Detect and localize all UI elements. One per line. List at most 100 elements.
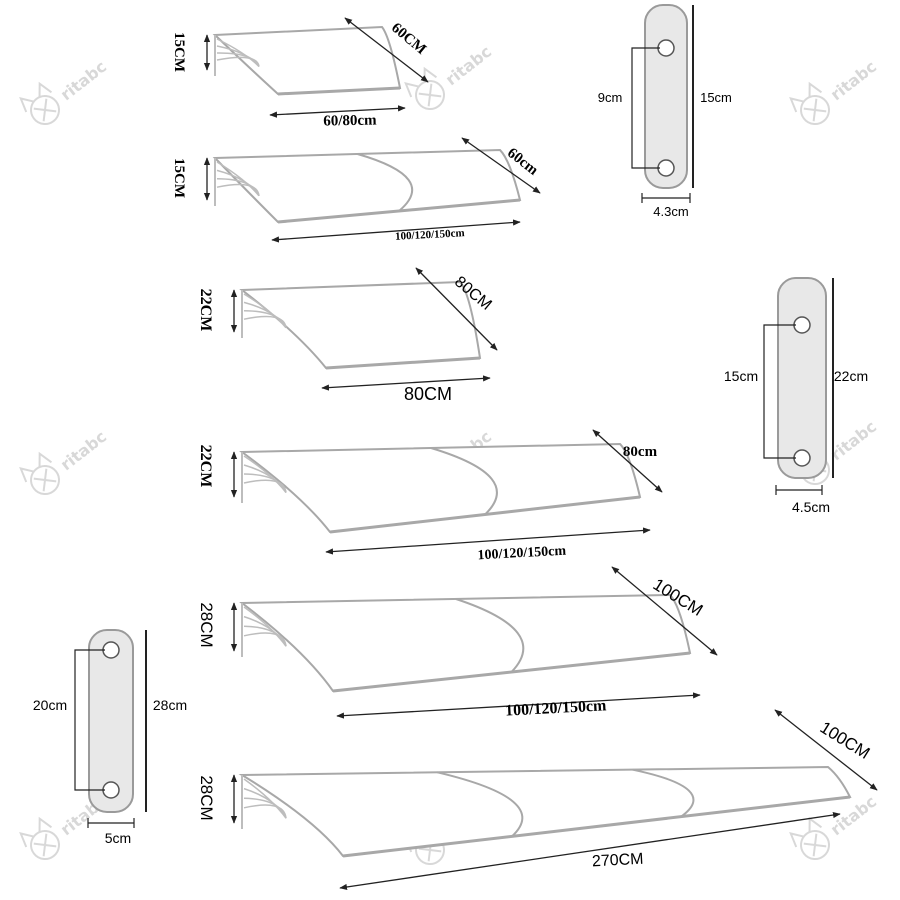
dimension-labels: 15CM 60CM 60/80cm 15CM 60cm 100/120/150c… (33, 20, 873, 870)
bracket-hole-spacing-line (74, 649, 105, 791)
bracket-a (631, 4, 694, 203)
canopy-width-dimension (269, 105, 406, 118)
watermark-text: ritabc (57, 57, 110, 104)
canopy-1-height-label: 15CM (171, 32, 187, 72)
bracket-plate (644, 4, 688, 189)
canopy-panel-joint (632, 768, 695, 818)
bracket-c-spacing-label: 20cm (33, 697, 67, 713)
bracket-rib (243, 315, 287, 328)
canopy-4-height-label: 22CM (197, 445, 214, 488)
watermark-text: ritabc (827, 57, 880, 104)
canopy-front-rail (325, 356, 481, 370)
canopy-4 (230, 429, 663, 555)
bracket-mount-hole (102, 641, 120, 659)
canopy-3 (230, 267, 498, 391)
canopy-depth-dimension (344, 17, 429, 83)
watermark-logo-mark (33, 98, 57, 122)
bracket-mount-hole (657, 39, 675, 57)
canopy-1-depth-label: 60CM (388, 20, 429, 58)
watermark-logo-icon (30, 95, 60, 125)
canopy-panel-surface (212, 148, 522, 224)
watermark-ears-icon (789, 81, 823, 113)
bracket-rib (243, 632, 287, 647)
canopy-1-width-label: 60/80cm (323, 113, 377, 130)
watermark-logo-icon (800, 95, 830, 125)
canopy-panel-surface (238, 765, 852, 858)
canopy-wall-bracket (214, 35, 260, 76)
watermark-logo-icon (30, 830, 60, 860)
canopy-width-dimension (339, 811, 841, 891)
bracket-b-height-label: 22cm (834, 368, 868, 384)
bracket-rib (243, 804, 287, 819)
canopy-width-dimension (271, 219, 521, 243)
canopy-3-height-label: 22CM (197, 289, 214, 332)
canopy-3-width-label: 80CM (404, 384, 452, 404)
canopy-width-dimension (321, 375, 491, 391)
bracket-mount-hole (657, 159, 675, 177)
watermark-logo-icon (30, 465, 60, 495)
bracket-b (763, 277, 834, 495)
canopy-width-dimension (325, 527, 651, 555)
canopy-4-width-label: 100/120/150cm (477, 544, 567, 564)
bracket-plate (777, 277, 827, 479)
bracket-a-spacing-label: 9cm (598, 90, 623, 105)
bracket-rib (216, 183, 260, 196)
watermark-ears-icon (19, 81, 53, 113)
watermark-ears-icon (19, 451, 53, 483)
watermark-logo-mark (418, 83, 442, 107)
canopy-wall-bracket (241, 452, 287, 503)
canopy-4-depth-label: 80cm (623, 444, 658, 460)
watermark-ears-icon (19, 816, 53, 848)
bracket-c-width-label: 5cm (105, 830, 131, 846)
canopy-depth-dimension (592, 429, 663, 493)
bracket-mount-hole (793, 316, 811, 334)
canopy-panel-surface (212, 25, 402, 96)
bracket-hole-spacing-line (763, 324, 796, 459)
bracket-plate (88, 629, 134, 813)
canopy-width-dimension (336, 692, 701, 719)
bracket-rib (216, 56, 260, 67)
canopy-6-width-label: 270CM (592, 851, 644, 871)
watermark-logo-mark (803, 833, 827, 857)
canopy-panel-joint (430, 447, 498, 516)
bracket-mount-hole (102, 781, 120, 799)
canopy-wall-bracket (241, 603, 287, 657)
canopy-6 (230, 709, 878, 891)
watermark-text: ritabc (827, 417, 880, 464)
canopy-panel-joint (357, 153, 414, 212)
watermark-logo-mark (33, 833, 57, 857)
watermark: ritabc (789, 57, 880, 125)
canopy-6-depth-label: 100CM (817, 718, 874, 763)
watermark: ritabc (19, 427, 110, 495)
bracket-drawings (74, 4, 834, 828)
canopy-5-height-label: 28CM (197, 602, 216, 647)
watermark-logo-mark (33, 468, 57, 492)
bracket-c (74, 629, 147, 828)
canopy-wall-bracket (241, 775, 287, 829)
canopy-wall-bracket (241, 290, 287, 338)
canopy-wall-bracket (214, 158, 260, 206)
canopy-panel-surface (239, 280, 482, 370)
bracket-c-height-label: 28cm (153, 697, 187, 713)
bracket-mount-hole (793, 449, 811, 467)
canopy-panel-joint (455, 598, 525, 673)
watermark-logo-mark (803, 98, 827, 122)
canopy-depth-dimension (774, 709, 878, 791)
bracket-a-width-label: 4.3cm (653, 204, 688, 219)
watermark: ritabc (19, 57, 110, 125)
canopy-depth-dimension (461, 137, 541, 194)
watermark-text: ritabc (57, 427, 110, 474)
canopy-front-rail (277, 86, 401, 96)
canopy-depth-dimension (611, 566, 718, 656)
canopy-6-height-label: 28CM (197, 775, 216, 820)
canopy-1 (203, 17, 429, 118)
canopy-depth-dimension (415, 267, 498, 351)
canopy-drawings (203, 17, 878, 891)
canopy-2 (203, 137, 541, 243)
bracket-hole-spacing-line (631, 47, 660, 169)
watermark-logo-icon (415, 80, 445, 110)
canopy-5 (230, 566, 718, 719)
watermark-text: ritabc (442, 42, 495, 89)
canopy-2-height-label: 15CM (171, 158, 187, 198)
